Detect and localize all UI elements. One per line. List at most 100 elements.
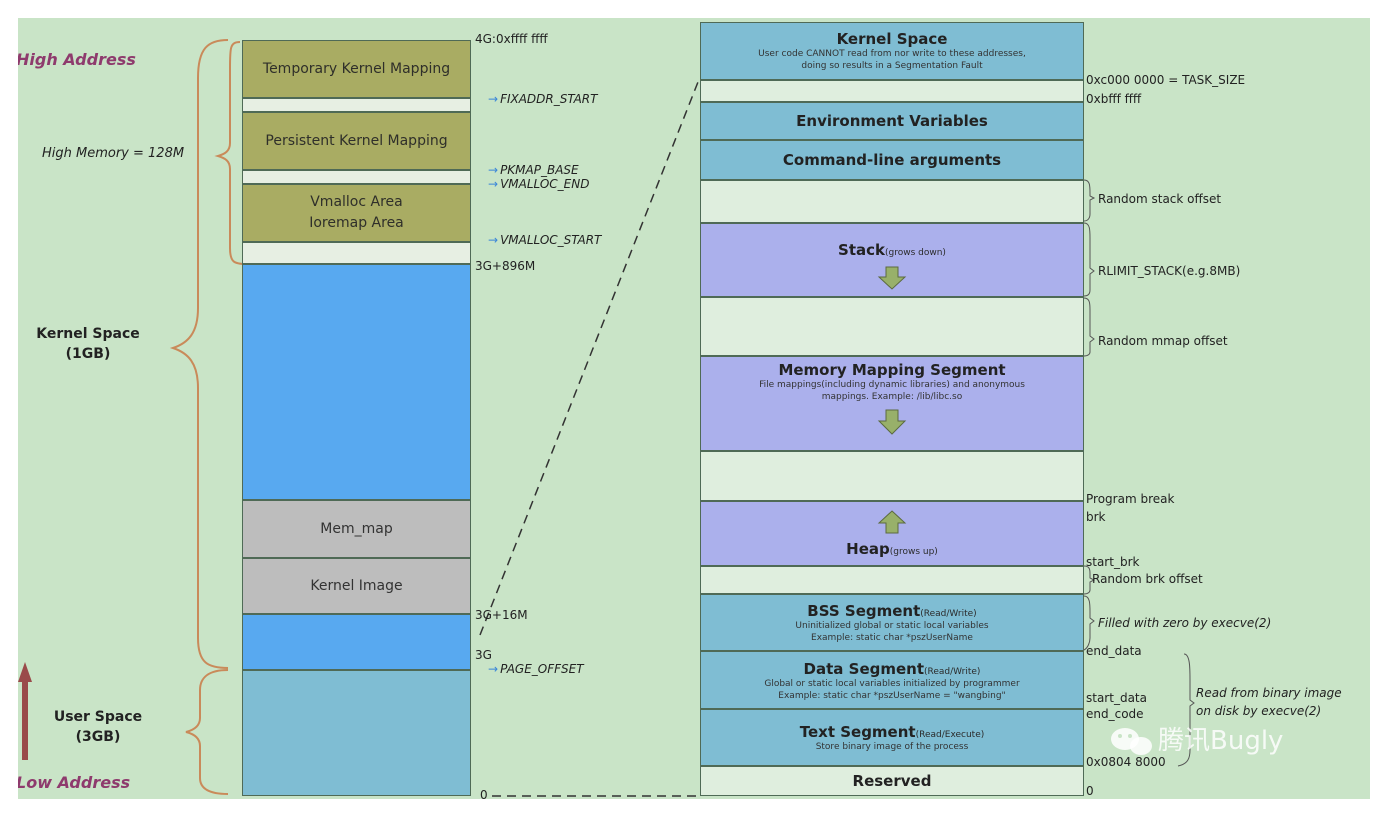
arrow-right-icon: → xyxy=(488,92,499,106)
kernel-space-desc-2: doing so results in a Segmentation Fault xyxy=(801,61,983,71)
low-kernel-block xyxy=(242,614,471,670)
memory-layout-diagram: Temporary Kernel Mapping Persistent Kern… xyxy=(18,18,1370,799)
environment-variables-block: Environment Variables xyxy=(700,102,1084,140)
arrow-right-icon: → xyxy=(488,233,499,247)
g3-label: 3G xyxy=(475,648,492,662)
data-title-row: Data Segment(Read/Write) xyxy=(804,659,981,678)
environment-variables-label: Environment Variables xyxy=(796,112,988,130)
kernel-space-size-label: (1GB) xyxy=(65,346,111,362)
vmalloc-end-label: →VMALLOC_END xyxy=(488,177,589,191)
arrow-right-icon: → xyxy=(488,177,499,191)
user-space-size-label: (3GB) xyxy=(75,729,121,745)
kernel-image-label: Kernel Image xyxy=(310,578,403,594)
g16-label: 3G+16M xyxy=(475,608,528,622)
arrow-up-icon xyxy=(877,510,907,534)
arrow-down-icon xyxy=(877,266,907,290)
vmalloc-end-text: VMALLOC_END xyxy=(500,177,590,191)
brace-icon xyxy=(1083,565,1096,595)
gap-block xyxy=(242,242,471,264)
random-mmap-gap-block xyxy=(700,297,1084,356)
kernel-space-title: Kernel Space xyxy=(836,30,948,48)
brace-icon xyxy=(185,669,229,795)
end-code-label: end_code xyxy=(1086,707,1144,721)
heap-note: (grows up) xyxy=(889,547,938,557)
arrow-down-icon xyxy=(877,409,907,435)
temporary-kernel-mapping-block: Temporary Kernel Mapping xyxy=(242,40,471,98)
high-memory-label: High Memory = 128M xyxy=(42,146,185,161)
stack-title-row: Stack(grows down) xyxy=(838,240,946,259)
random-brk-offset-label: Random brk offset xyxy=(1092,572,1203,586)
reserved-block: Reserved xyxy=(700,766,1084,796)
gap-block xyxy=(242,170,471,184)
mem-map-block: Mem_map xyxy=(242,500,471,558)
data-note: (Read/Write) xyxy=(924,666,981,677)
heap-block: Heap(grows up) xyxy=(700,501,1084,566)
bss-desc-1: Uninitialized global or static local var… xyxy=(795,621,989,631)
stack-note: (grows down) xyxy=(885,248,946,258)
rlimit-stack-label: RLIMIT_STACK(e.g.8MB) xyxy=(1098,264,1241,278)
stack-title: Stack xyxy=(838,241,885,259)
brace-icon xyxy=(1083,297,1095,357)
low-address-label: Low Address xyxy=(18,773,131,792)
heap-title: Heap xyxy=(846,540,890,558)
brace-icon xyxy=(169,39,229,669)
random-brk-gap-block xyxy=(700,566,1084,594)
bss-segment-block: BSS Segment(Read/Write) Uninitialized gl… xyxy=(700,594,1084,651)
bss-title: BSS Segment xyxy=(807,602,921,620)
brace-icon xyxy=(214,41,247,265)
fixaddr-start-label: →FIXADDR_START xyxy=(488,92,597,106)
page-offset-label: →PAGE_OFFSET xyxy=(488,662,584,676)
kernel-space-desc-1: User code CANNOT read from nor write to … xyxy=(758,49,1026,59)
random-stack-gap-block xyxy=(700,180,1084,223)
filled-with-zero-label: Filled with zero by execve(2) xyxy=(1098,616,1272,630)
bfff-label: 0xbfff ffff xyxy=(1086,92,1142,106)
diagram-lines xyxy=(18,39,1195,797)
data-desc-2: Example: static char *pszUserName = "wan… xyxy=(778,690,1006,701)
kernel-space-label: Kernel Space xyxy=(36,326,140,342)
page-offset-text: PAGE_OFFSET xyxy=(500,662,584,676)
dashed-connector-top xyxy=(479,81,699,636)
gap-block xyxy=(242,98,471,112)
read-binary-label-2: on disk by execve(2) xyxy=(1196,704,1322,718)
temporary-kernel-mapping-label: Temporary Kernel Mapping xyxy=(262,60,451,77)
heap-title-row: Heap(grows up) xyxy=(846,539,938,558)
command-line-arguments-block: Command-line arguments xyxy=(700,140,1084,180)
text-desc-1: Store binary image of the process xyxy=(815,742,969,752)
g896-label: 3G+896M xyxy=(475,259,536,273)
bss-desc-2: Example: static char *pszUserName xyxy=(811,633,973,643)
brace-icon xyxy=(1083,595,1095,651)
arrow-right-icon: → xyxy=(488,662,499,676)
user-space-label: User Space xyxy=(53,709,143,725)
command-line-arguments-label: Command-line arguments xyxy=(782,151,1002,169)
data-title: Data Segment xyxy=(803,659,925,678)
ioremap-area-label: Ioremap Area xyxy=(309,215,404,231)
program-break-label: Program break xyxy=(1086,492,1175,506)
task-size-label: 0xc000 0000 = TASK_SIZE xyxy=(1086,73,1246,87)
memory-mapping-segment-block: Memory Mapping Segment File mappings(inc… xyxy=(700,356,1084,451)
random-mmap-offset-label: Random mmap offset xyxy=(1098,334,1228,348)
top-address-label: 4G:0xffff ffff xyxy=(475,32,548,46)
direct-mapping-block xyxy=(242,264,471,500)
persistent-kernel-mapping-label: Persistent Kernel Mapping xyxy=(265,132,448,149)
zero-left-label: 0 xyxy=(480,788,488,799)
gap-block xyxy=(700,80,1084,102)
arrow-right-icon: → xyxy=(488,163,499,177)
unused-gap-block xyxy=(700,451,1084,501)
text-title: Text Segment xyxy=(799,723,916,741)
brk-label: brk xyxy=(1086,510,1106,524)
vmalloc-area-label: Vmalloc Area xyxy=(310,194,403,210)
high-address-label: High Address xyxy=(18,50,136,69)
user-space-block xyxy=(242,670,471,796)
brace-icon xyxy=(1083,222,1095,297)
data-desc-1: Global or static local variables initial… xyxy=(764,678,1020,689)
watermark-text: 腾讯Bugly xyxy=(1158,726,1284,756)
text-note: (Read/Execute) xyxy=(915,730,985,740)
zero-right-label: 0 xyxy=(1086,784,1094,798)
pkmap-base-text: PKMAP_BASE xyxy=(500,163,579,177)
start-data-label: start_data xyxy=(1086,691,1147,705)
pkmap-base-label: →PKMAP_BASE xyxy=(488,163,579,177)
addr-8000-label: 0x0804 8000 xyxy=(1086,755,1166,769)
read-binary-label-1: Read from binary image xyxy=(1196,686,1342,700)
bss-note: (Read/Write) xyxy=(920,609,977,619)
vmalloc-area-block: Vmalloc Area Ioremap Area xyxy=(242,184,471,242)
